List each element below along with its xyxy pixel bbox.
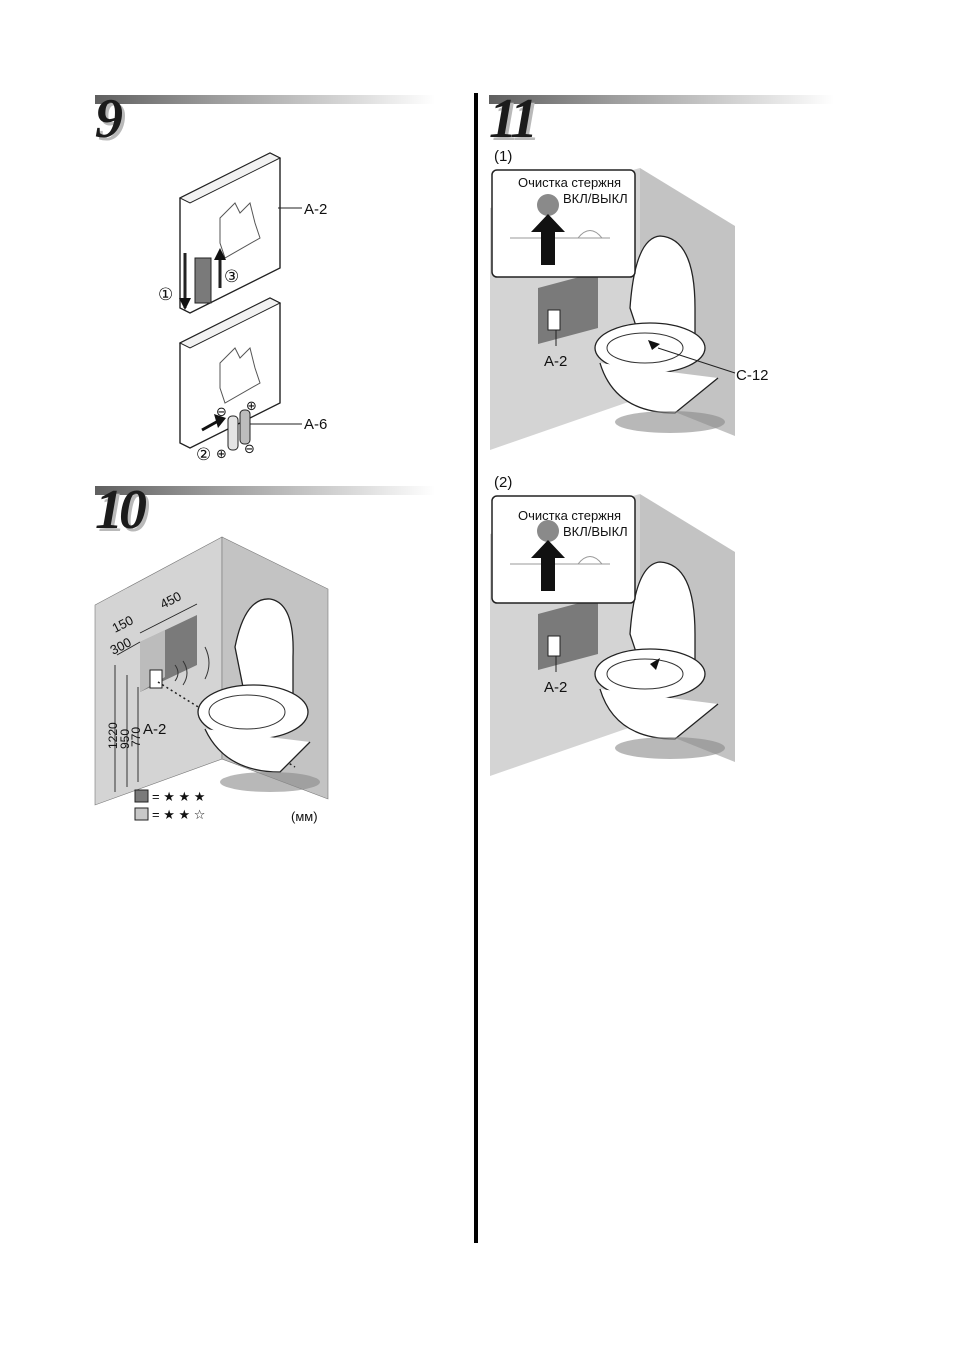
label-a2-step10: A-2 xyxy=(143,721,166,738)
polarity-plus-2: ⊕ xyxy=(216,446,227,461)
step-11-number: 11 xyxy=(489,89,534,149)
callout-1-button: ВКЛ/ВЫКЛ xyxy=(563,191,628,206)
label-a2-panel1: A-2 xyxy=(544,353,567,370)
dim-770: 770 xyxy=(129,727,143,747)
callout-2-button: ВКЛ/ВЫКЛ xyxy=(563,524,628,539)
legend-swatch-light xyxy=(135,808,148,820)
step-10-header: 10 xyxy=(95,484,435,544)
label-c12: C-12 xyxy=(736,367,769,384)
step-11-panel-1-illustration: Очистка стержня ВКЛ/ВЫКЛ A-2 C-12 xyxy=(490,168,780,450)
marker-step-1: ① xyxy=(158,285,173,304)
step-10-header-bar xyxy=(95,486,435,495)
cleaning-button-icon-2 xyxy=(537,520,559,542)
label-a2-step9: A-2 xyxy=(304,201,327,218)
step-10-illustration: 150 450 300 1220 950 770 A-2 = ★ ★ ★ = ★… xyxy=(95,537,335,827)
step-9-header: 9 xyxy=(95,93,435,153)
callout-2-title: Очистка стержня xyxy=(518,508,621,523)
callout-1-title: Очистка стержня xyxy=(518,175,621,190)
legend-swatch-dark xyxy=(135,790,148,802)
polarity-minus-2: ⊖ xyxy=(244,441,255,456)
step-9-illustration: A-2 A-6 ① ③ ② ⊖ ⊕ ⊕ ⊖ xyxy=(150,148,360,466)
step-9-header-bar xyxy=(95,95,435,104)
panel-upper xyxy=(179,153,280,313)
panel-2-label: (2) xyxy=(494,475,512,491)
marker-step-2: ② xyxy=(196,445,211,464)
panel-1-label: (1) xyxy=(494,149,512,165)
step-11-panel-2-illustration: Очистка стержня ВКЛ/ВЫКЛ A-2 xyxy=(490,494,780,776)
panel-lower xyxy=(180,298,280,450)
step-10-number: 10 xyxy=(95,480,143,540)
step-9-number: 9 xyxy=(95,89,119,149)
legend-text-dark: = ★ ★ ★ xyxy=(152,789,205,804)
label-a2-panel2: A-2 xyxy=(544,679,567,696)
step-11-header-bar xyxy=(489,95,834,104)
legend-text-light: = ★ ★ ☆ xyxy=(152,807,205,822)
label-a6: A-6 xyxy=(304,416,327,433)
step-11-header: 11 xyxy=(489,93,834,153)
unit-label: (мм) xyxy=(291,809,318,824)
polarity-minus-1: ⊖ xyxy=(216,404,227,419)
cleaning-button-icon-1 xyxy=(537,194,559,216)
polarity-plus-1: ⊕ xyxy=(246,398,257,413)
column-divider xyxy=(474,93,478,1243)
marker-step-3: ③ xyxy=(224,267,239,286)
